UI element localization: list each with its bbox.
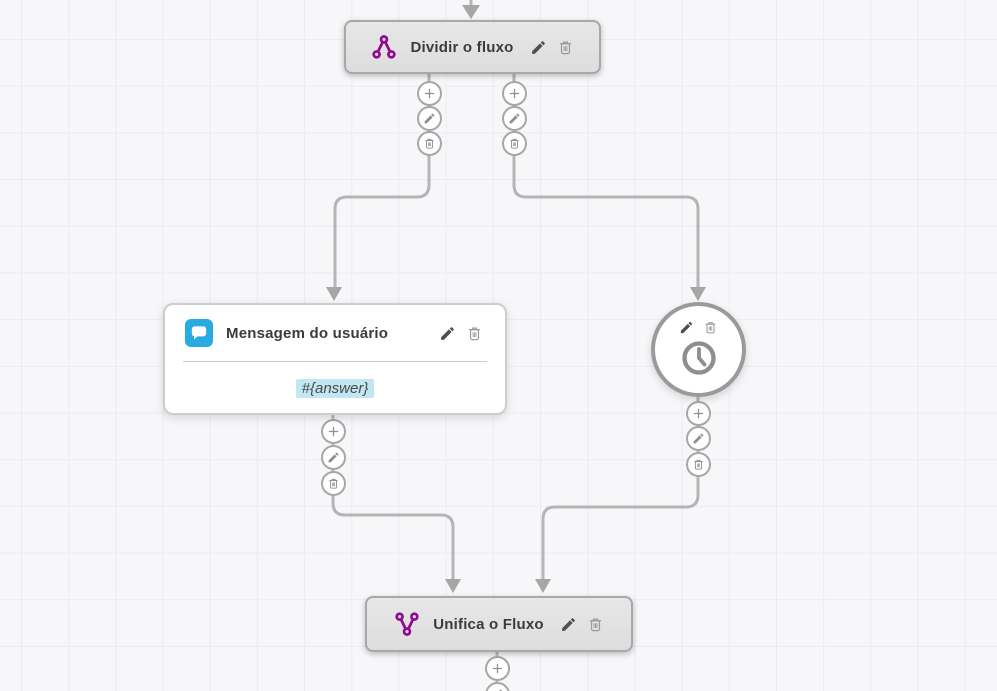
trash-icon <box>327 477 340 490</box>
pencil-icon <box>508 112 521 125</box>
port-add-button[interactable] <box>320 418 346 444</box>
node-divider <box>183 361 487 362</box>
port-edit-button[interactable] <box>320 444 346 470</box>
arrowhead-merge-left <box>445 579 461 593</box>
pencil-icon <box>692 432 705 445</box>
message-node-body: #{answer} <box>165 362 505 414</box>
plus-icon <box>692 407 705 420</box>
node-split-flow[interactable]: Dividir o fluxo <box>344 20 601 74</box>
variable-chip: #{answer} <box>295 378 375 398</box>
delete-icon[interactable] <box>703 320 718 335</box>
message-node-header: Mensagem do usuário <box>165 305 505 361</box>
plus-icon <box>508 87 521 100</box>
port-delete-button[interactable] <box>320 470 346 496</box>
arrowhead-merge-right <box>535 579 551 593</box>
port-delete-button[interactable] <box>685 451 711 477</box>
port-edit-button[interactable] <box>416 105 442 131</box>
node-title: Dividir o fluxo <box>410 38 514 56</box>
merge-flow-icon <box>394 611 420 637</box>
trash-icon <box>508 137 521 150</box>
plus-icon <box>327 425 340 438</box>
clock-icon <box>679 338 719 378</box>
pencil-icon <box>423 112 436 125</box>
trash-icon <box>423 137 436 150</box>
edit-icon[interactable] <box>530 39 547 56</box>
trash-icon <box>692 458 705 471</box>
arrowhead-into-message <box>326 287 342 301</box>
delete-icon[interactable] <box>587 616 604 633</box>
wire-split-left-branch <box>333 74 431 288</box>
delete-icon[interactable] <box>557 39 574 56</box>
port-add-button[interactable] <box>484 655 510 681</box>
plus-icon <box>423 87 436 100</box>
wire-message-to-merge <box>331 415 455 580</box>
port-add-button[interactable] <box>416 80 442 106</box>
wire-split-right-branch <box>512 74 700 288</box>
node-title: Unifica o Fluxo <box>433 615 544 633</box>
node-merge-flow[interactable]: Unifica o Fluxo <box>365 596 633 652</box>
delete-icon[interactable] <box>466 325 483 342</box>
chat-bubble-glyph <box>189 323 209 343</box>
plus-icon <box>491 662 504 675</box>
node-timer[interactable] <box>651 302 746 397</box>
port-delete-button[interactable] <box>501 130 527 156</box>
port-edit-button[interactable] <box>501 105 527 131</box>
arrowhead-into-split <box>462 5 480 19</box>
node-user-message[interactable]: Mensagem do usuário #{answer} <box>163 303 507 415</box>
edit-icon[interactable] <box>439 325 456 342</box>
chat-bubble-icon <box>185 319 213 347</box>
edit-icon[interactable] <box>560 616 577 633</box>
edit-icon[interactable] <box>679 320 694 335</box>
pencil-icon <box>327 451 340 464</box>
port-add-button[interactable] <box>501 80 527 106</box>
split-flow-icon <box>371 34 397 60</box>
port-delete-button[interactable] <box>416 130 442 156</box>
arrowhead-into-timer <box>690 287 706 301</box>
port-edit-button[interactable] <box>685 425 711 451</box>
node-title: Mensagem do usuário <box>226 324 389 342</box>
port-add-button[interactable] <box>685 400 711 426</box>
pencil-icon <box>491 688 504 691</box>
wire-timer-to-merge <box>541 397 700 580</box>
